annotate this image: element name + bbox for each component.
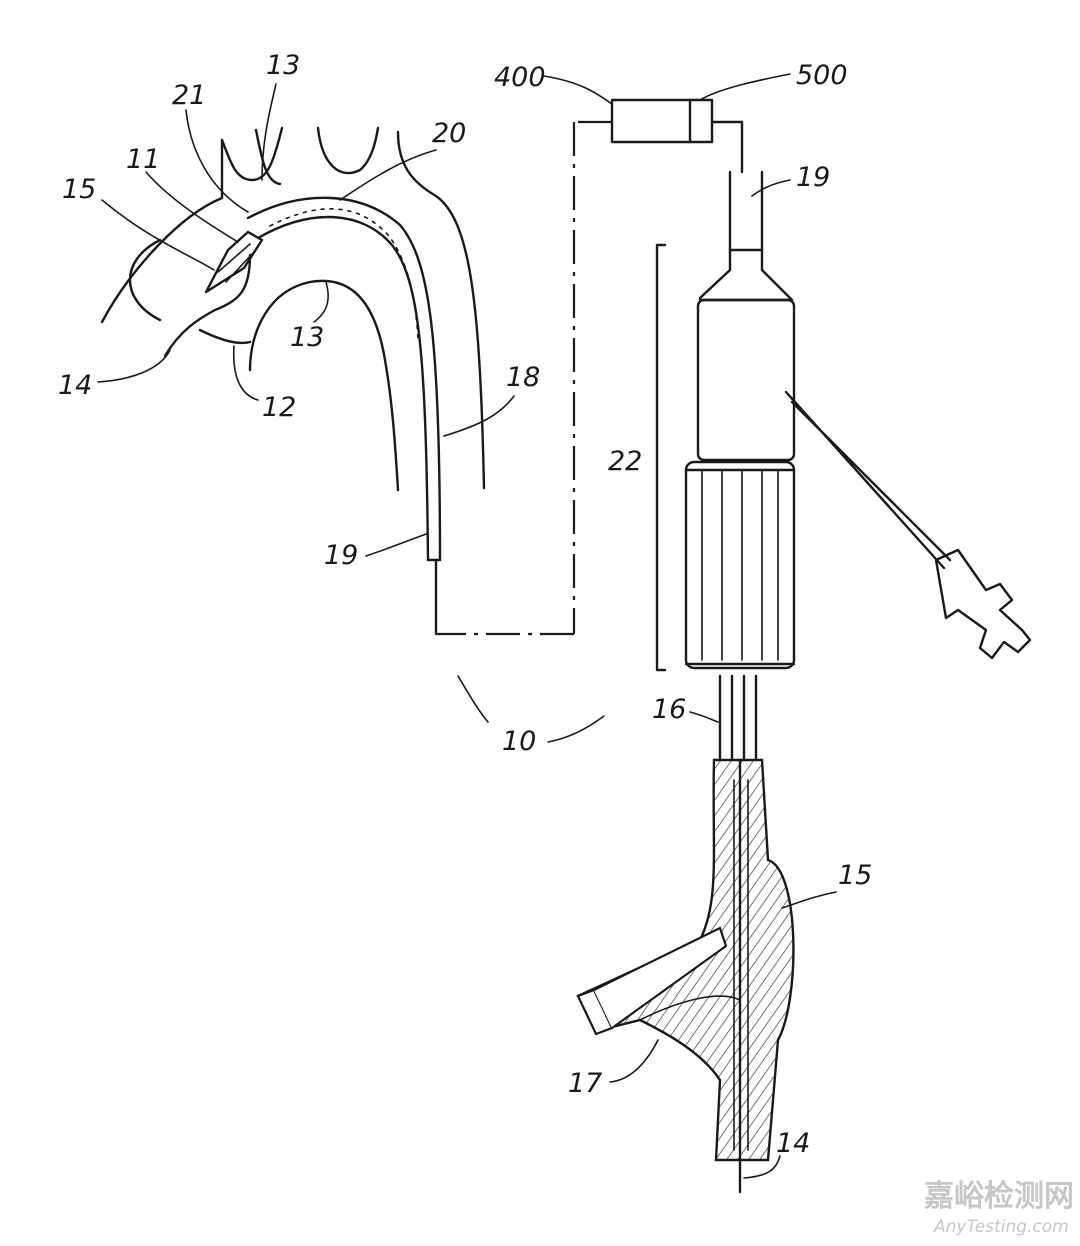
leader-11 — [145, 171, 239, 243]
aortic-root-wall — [163, 253, 252, 358]
delivery-handle — [655, 170, 1032, 672]
leader-21 — [185, 109, 249, 213]
label-17: 17 — [568, 1068, 602, 1099]
branch-vessel-1 — [220, 126, 284, 182]
label-20: 20 — [432, 118, 466, 149]
side-branch-lumen — [593, 926, 728, 1029]
connection-circuit — [434, 98, 744, 636]
leader-400 — [543, 75, 613, 105]
reference-numerals: 400 500 13 21 20 11 15 19 13 14 12 18 22… — [58, 50, 872, 1159]
leader-10-a — [457, 675, 489, 723]
watermark-english: AnyTesting.com — [933, 1217, 1069, 1237]
unit-400 — [610, 98, 714, 144]
leader-20 — [339, 149, 437, 201]
label-19-left: 19 — [324, 540, 358, 571]
leader-19-right — [751, 179, 791, 197]
handle-cone — [698, 248, 794, 302]
leader-18 — [443, 395, 515, 437]
leader-10-b — [547, 715, 605, 743]
label-14-bottom: 14 — [776, 1128, 810, 1159]
expanded-device-assembly — [576, 674, 795, 1194]
label-15-bottom: 15 — [838, 860, 872, 891]
vessel-wall-left-outer — [100, 138, 224, 324]
device-15-small — [204, 230, 264, 294]
vessel-wall-right-outer — [396, 130, 486, 490]
leader-500 — [699, 73, 791, 101]
side-port-tube — [784, 390, 952, 570]
catheter-19-shaft — [728, 170, 764, 252]
label-15-top: 15 — [62, 174, 96, 205]
leader-15-bottom — [781, 891, 837, 909]
label-400: 400 — [494, 62, 546, 93]
label-22: 22 — [608, 446, 642, 477]
label-11: 11 — [126, 144, 160, 175]
watermark: 嘉峪检测网 AnyTesting.com — [924, 1179, 1074, 1237]
stopcock-valve — [934, 548, 1032, 660]
branch-vessel-1-inner — [254, 128, 282, 186]
leader-19-left — [365, 533, 427, 557]
label-500: 500 — [796, 60, 848, 91]
label-21: 21 — [172, 80, 206, 111]
device-17-boundary — [639, 995, 741, 1021]
label-18: 18 — [506, 362, 540, 393]
label-12: 12 — [262, 392, 296, 423]
label-10: 10 — [502, 726, 536, 757]
catheter-18-outer — [246, 196, 442, 562]
catheter-graduation — [269, 208, 419, 341]
label-14-left: 14 — [58, 370, 92, 401]
leader-15-top — [101, 199, 215, 271]
heart-outline — [128, 238, 162, 322]
leader-16 — [689, 711, 719, 723]
leader-14-bottom — [743, 1155, 781, 1179]
handle-grip — [684, 460, 796, 670]
bracket-22 — [655, 243, 667, 672]
handle-body — [696, 298, 796, 462]
device-15-detail — [217, 243, 255, 283]
label-16: 16 — [652, 694, 686, 725]
branch-vessel-2 — [316, 126, 380, 175]
leader-lines — [97, 73, 837, 1179]
leader-17 — [609, 1039, 659, 1083]
leader-12 — [232, 345, 259, 401]
label-19-right: 19 — [796, 162, 830, 193]
aortic-valve-line — [198, 328, 252, 344]
leader-14-left — [97, 349, 171, 383]
watermark-chinese: 嘉峪检测网 — [924, 1179, 1074, 1214]
vessel-wall-inner-curve — [248, 279, 400, 492]
leader-13-top — [261, 83, 277, 181]
aortic-arch-anatomy — [100, 126, 486, 562]
label-13-top: 13 — [266, 50, 300, 81]
label-13-mid: 13 — [290, 322, 324, 353]
leader-13-mid — [313, 281, 329, 323]
catheter-18-inner — [256, 215, 430, 562]
